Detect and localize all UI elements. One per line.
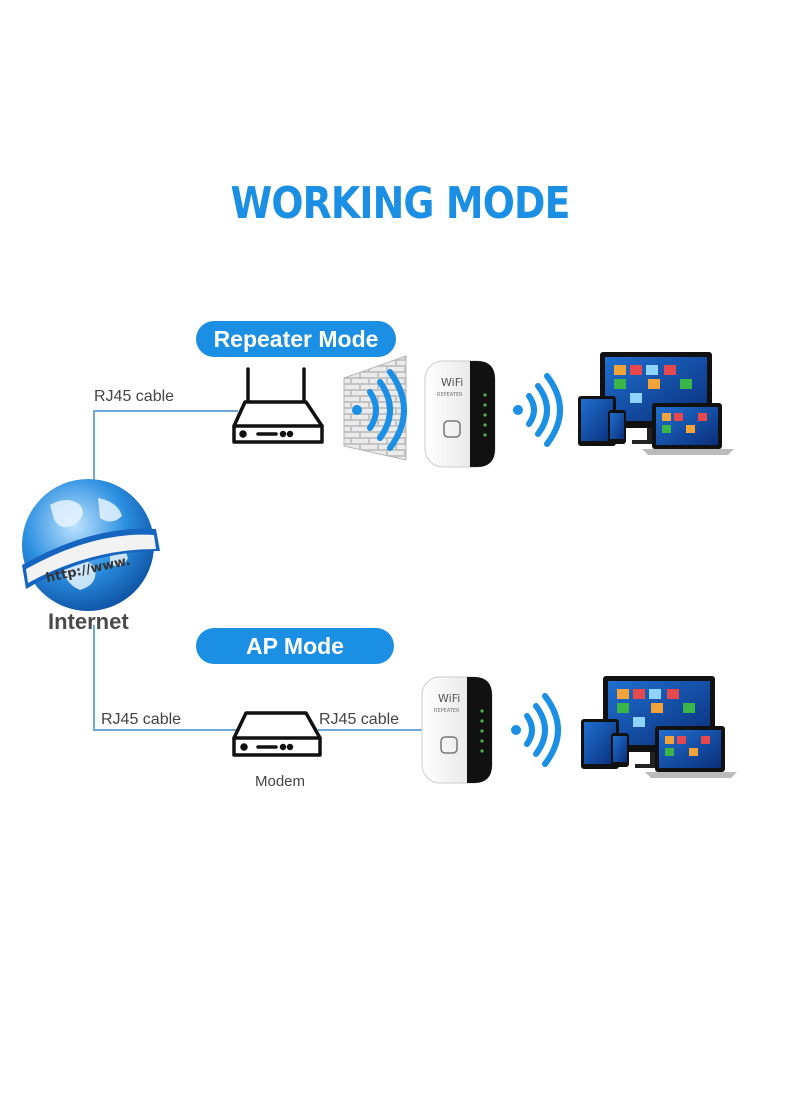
device-brand-text-bottom: WiFi: [438, 692, 460, 705]
rj45-cable-label-left: RJ45 cable: [101, 711, 182, 728]
repeater-mode-pill: Repeater Mode: [196, 321, 396, 357]
internet-label: Internet: [48, 609, 129, 634]
wifi-signal-icon-top: [513, 373, 563, 447]
ap-mode-label: AP Mode: [246, 632, 344, 659]
cable-lines: [93, 410, 428, 731]
device-sub-text-top: REPEATER: [437, 392, 463, 398]
rj45-cable-label-right: RJ45 cable: [319, 711, 400, 728]
wifi-signal-icon-bottom: [511, 693, 561, 767]
client-devices-icon-top: [578, 352, 734, 455]
modem-icon: [232, 711, 322, 757]
client-devices-icon-bottom: [581, 676, 737, 778]
internet-globe-icon: http://www.: [22, 479, 160, 611]
wifi-signal-icon-wall: [352, 369, 407, 451]
router-icon: [232, 367, 324, 444]
device-brand-text-top: WiFi: [441, 376, 463, 389]
page-title: WORKING MODE: [230, 178, 570, 229]
modem-label: Modem: [255, 773, 306, 790]
device-sub-text-bottom: REPEATER: [434, 708, 460, 714]
ap-mode-pill: AP Mode: [196, 628, 394, 664]
repeater-mode-label: Repeater Mode: [213, 325, 379, 352]
wifi-repeater-device-top: WiFi REPEATER: [424, 360, 496, 468]
rj45-cable-label-top: RJ45 cable: [94, 388, 175, 405]
wifi-repeater-device-bottom: WiFi REPEATER: [421, 676, 493, 784]
